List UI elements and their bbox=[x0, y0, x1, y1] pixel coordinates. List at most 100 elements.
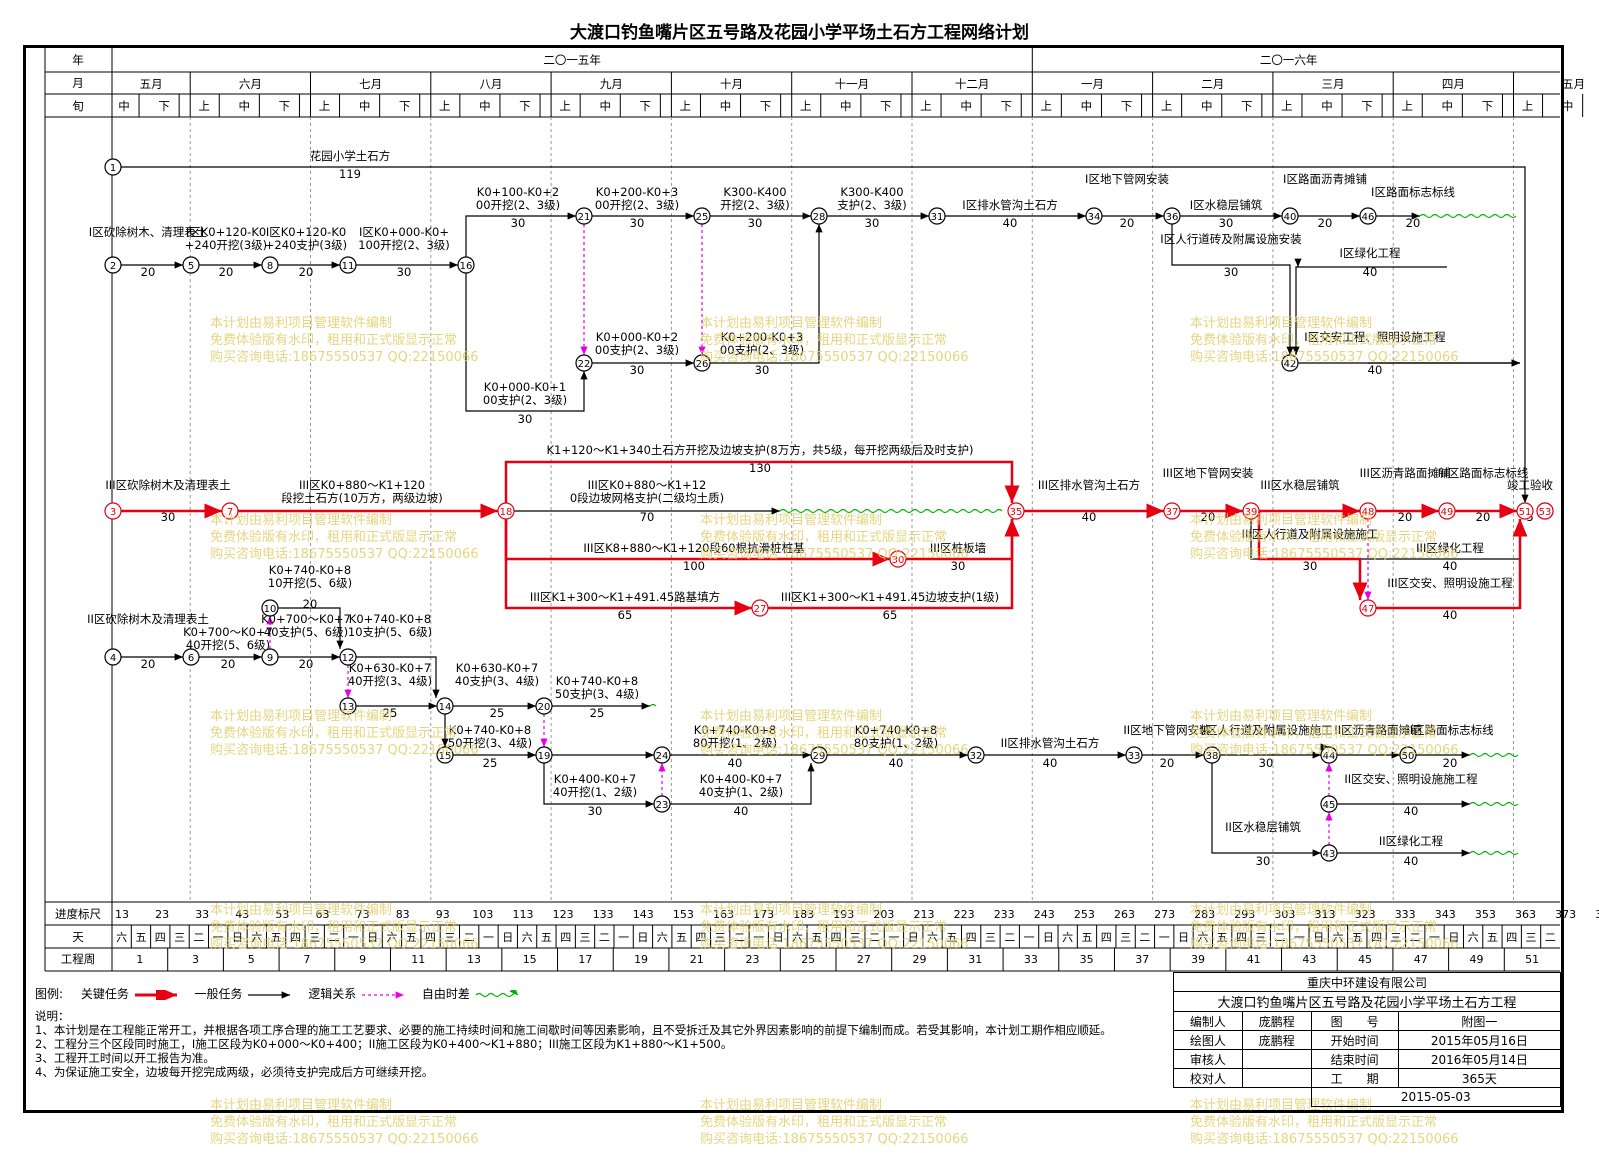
scale-value: 43 bbox=[235, 908, 249, 921]
event-node-number: 49 bbox=[1441, 507, 1454, 518]
weekday: 二 bbox=[1139, 931, 1150, 944]
scale-value: 233 bbox=[994, 908, 1015, 921]
month-label: 十一月 bbox=[835, 77, 870, 91]
dekad-label: 下 bbox=[399, 99, 411, 113]
event-node bbox=[261, 648, 279, 666]
year-label: 二〇一六年 bbox=[1260, 53, 1318, 67]
task-label: 40开挖(3、4级) bbox=[348, 674, 432, 688]
task-duration: 40 bbox=[734, 804, 749, 818]
event-node bbox=[928, 207, 946, 225]
scale-value: 113 bbox=[513, 908, 534, 921]
event-node-number: 25 bbox=[696, 212, 709, 223]
task-arrow bbox=[1211, 763, 1321, 857]
task-duration: 20 bbox=[141, 265, 156, 279]
weekday: 三 bbox=[985, 931, 996, 944]
scale-value: 63 bbox=[316, 908, 330, 921]
task-duration: 20 bbox=[1120, 216, 1135, 230]
event-node bbox=[693, 354, 711, 372]
weekday: 二 bbox=[1275, 931, 1286, 944]
task-label: II区人行道及附属设施施工 bbox=[1199, 723, 1332, 737]
task-label: K0+740-K0+8 bbox=[449, 723, 531, 737]
dekad-label: 下 bbox=[1361, 99, 1373, 113]
weekday: 一 bbox=[888, 931, 899, 944]
task-duration: 20 bbox=[299, 657, 314, 671]
event-node bbox=[182, 648, 200, 666]
task-label: 0段边坡网格支护(二级均土质) bbox=[570, 491, 724, 505]
event-node bbox=[1163, 502, 1181, 520]
header-row-label: 年 bbox=[72, 53, 84, 67]
week-number: 17 bbox=[578, 953, 592, 966]
task-duration: 30 bbox=[865, 216, 880, 230]
event-node-number: 35 bbox=[1010, 507, 1023, 518]
task: I区K0+000-K0+100开挖(2、3级)30 bbox=[358, 225, 450, 279]
week-number: 7 bbox=[303, 953, 310, 966]
event-node bbox=[810, 746, 828, 764]
task-label: III区沥青路面摊铺 bbox=[1360, 466, 1451, 480]
event-node-number: 30 bbox=[892, 555, 905, 566]
event-node-number: 24 bbox=[656, 751, 669, 762]
scale-value: 213 bbox=[914, 908, 935, 921]
tb-cell: 结束时间 bbox=[1310, 1049, 1399, 1069]
weekday: 六 bbox=[1332, 931, 1343, 944]
scale-value: 353 bbox=[1475, 908, 1496, 921]
weekday: 一 bbox=[483, 931, 494, 944]
event-node-number: 44 bbox=[1323, 751, 1336, 762]
task-label: 段挖土石方(10万方，两级边坡) bbox=[281, 491, 443, 505]
tb-cell: 图 号 bbox=[1310, 1011, 1399, 1031]
task: I区K0+120-K0+240支护(3级)20 bbox=[265, 225, 347, 279]
task-label: K0+700～K0+7 bbox=[261, 612, 351, 626]
task-label: 00开挖(2、3级) bbox=[476, 198, 560, 212]
weekday: 四 bbox=[1236, 931, 1247, 944]
task-label: K0+200-K0+3 bbox=[721, 330, 803, 344]
weekday: 日 bbox=[1043, 931, 1054, 944]
event-node bbox=[535, 746, 553, 764]
weekday: 五 bbox=[811, 931, 822, 944]
event-node bbox=[221, 502, 239, 520]
task-label: K0+400-K0+7 bbox=[554, 772, 636, 786]
critical-task-arrow bbox=[504, 519, 752, 616]
notes: 说明： 1、本计划是在工程能正常开工，并根据各项工序合理的施工工艺要求、必要的施… bbox=[35, 1009, 1175, 1079]
weekday: 六 bbox=[927, 931, 938, 944]
dekad-label: 上 bbox=[1281, 99, 1293, 113]
weekday: 三 bbox=[715, 931, 726, 944]
weekday: 五 bbox=[1217, 931, 1228, 944]
task-duration: 20 bbox=[1406, 216, 1421, 230]
scale-value: 83 bbox=[396, 908, 410, 921]
dekad-label: 下 bbox=[519, 99, 531, 113]
task-arrow bbox=[121, 166, 1529, 503]
week-number: 31 bbox=[968, 953, 982, 966]
event-node bbox=[1125, 746, 1143, 764]
task-label: I区交安工程、照明设施工程 bbox=[1304, 330, 1446, 344]
week-number: 51 bbox=[1525, 953, 1539, 966]
event-node-number: 9 bbox=[267, 653, 273, 664]
month-label: 六月 bbox=[239, 77, 262, 91]
task-label: I区地下管网安装 bbox=[1085, 172, 1169, 186]
tb-cell: 绘图人 bbox=[1173, 1030, 1243, 1050]
task-label: III区砍除树木及清理表土 bbox=[105, 478, 230, 492]
weekday: 日 bbox=[908, 931, 919, 944]
task-label: +240支护(3级) bbox=[265, 238, 347, 252]
scale-value: 193 bbox=[833, 908, 854, 921]
task-label: III区交安、照明设施工程 bbox=[1387, 576, 1513, 590]
month-label: 二月 bbox=[1201, 77, 1224, 91]
week-number: 35 bbox=[1080, 953, 1094, 966]
task-label: 竣工验收 bbox=[1507, 478, 1553, 492]
weekday: 六 bbox=[1468, 931, 1479, 944]
dekad-label: 中 bbox=[960, 99, 972, 113]
weekday: 四 bbox=[831, 931, 842, 944]
task-label: I区砍除树木、清理表土 bbox=[89, 225, 207, 239]
event-node bbox=[1281, 207, 1299, 225]
event-node bbox=[575, 207, 593, 225]
